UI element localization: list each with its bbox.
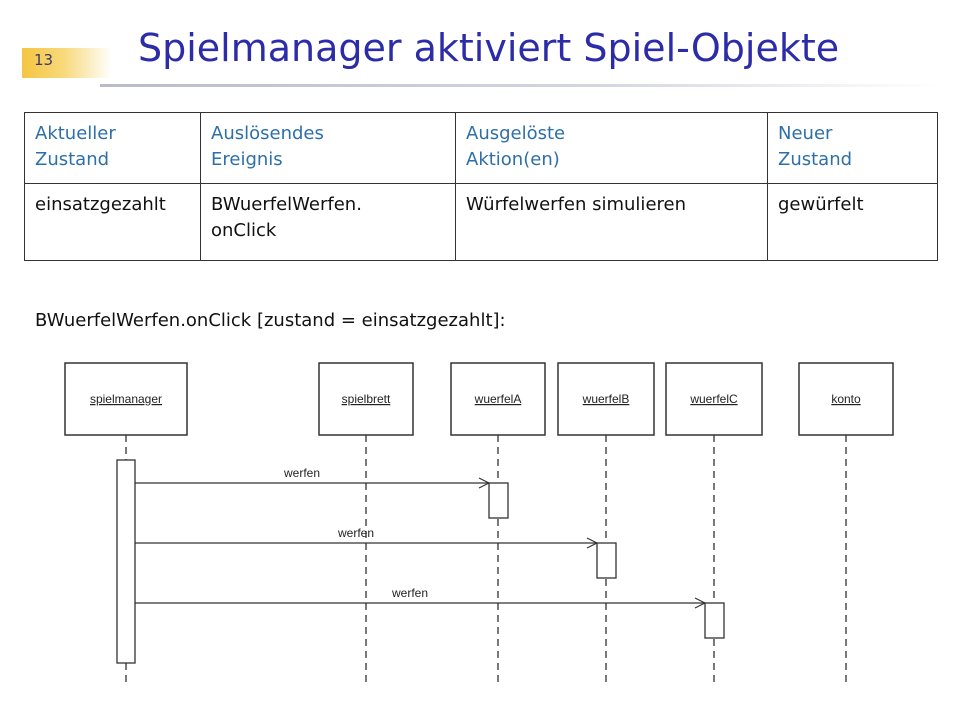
lifeline-spielbrett: spielbrett [318,362,414,684]
slide-number: 13 [34,51,54,69]
page-title: Spielmanager aktiviert Spiel-Objekte [138,26,840,70]
message-label: werfen [391,586,428,600]
message-werfen-wuerfelB: werfen [135,526,617,579]
header-cell-actions: Ausgelöste Aktion(en) [455,112,768,184]
cell-text: Würfelwerfen simulieren [466,194,686,215]
lifeline-box [665,362,763,436]
lifeline-box [557,362,655,436]
cell-new-state: gewürfelt [767,183,938,261]
cell-text: gewürfelt [778,194,864,215]
cell-text: BWuerfelWerfen. onClick [211,194,362,241]
message-werfen-wuerfelA: werfen [135,466,509,519]
state-transition-table: Aktueller Zustand Auslösendes Ereignis A… [24,112,938,261]
activation-bar-wuerfelA [488,482,509,519]
message-werfen-wuerfelC: werfen [135,586,725,639]
header-label: Neuer Zustand [778,123,853,170]
message-label: werfen [337,526,374,540]
lifeline-wuerfelA: wuerfelA [450,362,546,684]
lifeline-label: wuerfelB [582,392,630,406]
cell-trigger-event: BWuerfelWerfen. onClick [200,183,456,261]
lifeline-label: wuerfelA [474,392,522,406]
slide-number-bar [22,48,112,78]
header-label: Auslösendes Ereignis [211,123,324,170]
lifeline-label: konto [831,392,861,406]
header-cell-new-state: Neuer Zustand [767,112,938,184]
lifeline-konto: konto [798,362,894,684]
message-label: werfen [283,466,320,480]
sequence-heading: BWuerfelWerfen.onClick [zustand = einsat… [35,310,506,331]
lifeline-wuerfelB: wuerfelB [557,362,655,684]
lifeline-box [318,362,414,436]
cell-text: einsatzgezahlt [35,194,166,215]
header-label: Aktueller Zustand [35,123,116,170]
header-cell-current-state: Aktueller Zustand [24,112,201,184]
lifeline-label: wuerfelC [689,392,738,406]
cell-current-state: einsatzgezahlt [24,183,201,261]
lifeline-label: spielbrett [342,392,391,406]
header-label: Ausgelöste Aktion(en) [466,123,566,170]
cell-actions: Würfelwerfen simulieren [455,183,768,261]
lifeline-wuerfelC: wuerfelC [665,362,763,684]
title-divider [100,84,940,87]
table-row: einsatzgezahlt BWuerfelWerfen. onClick W… [24,183,938,261]
lifeline-label: spielmanager [90,392,162,406]
lifeline-box [64,362,188,436]
lifeline-box [798,362,894,436]
lifeline-box [450,362,546,436]
activation-bar-spielmanager [116,459,136,664]
activation-bar-wuerfelC [704,602,725,639]
activation-bar-wuerfelB [596,542,617,579]
table-header-row: Aktueller Zustand Auslösendes Ereignis A… [24,112,938,184]
